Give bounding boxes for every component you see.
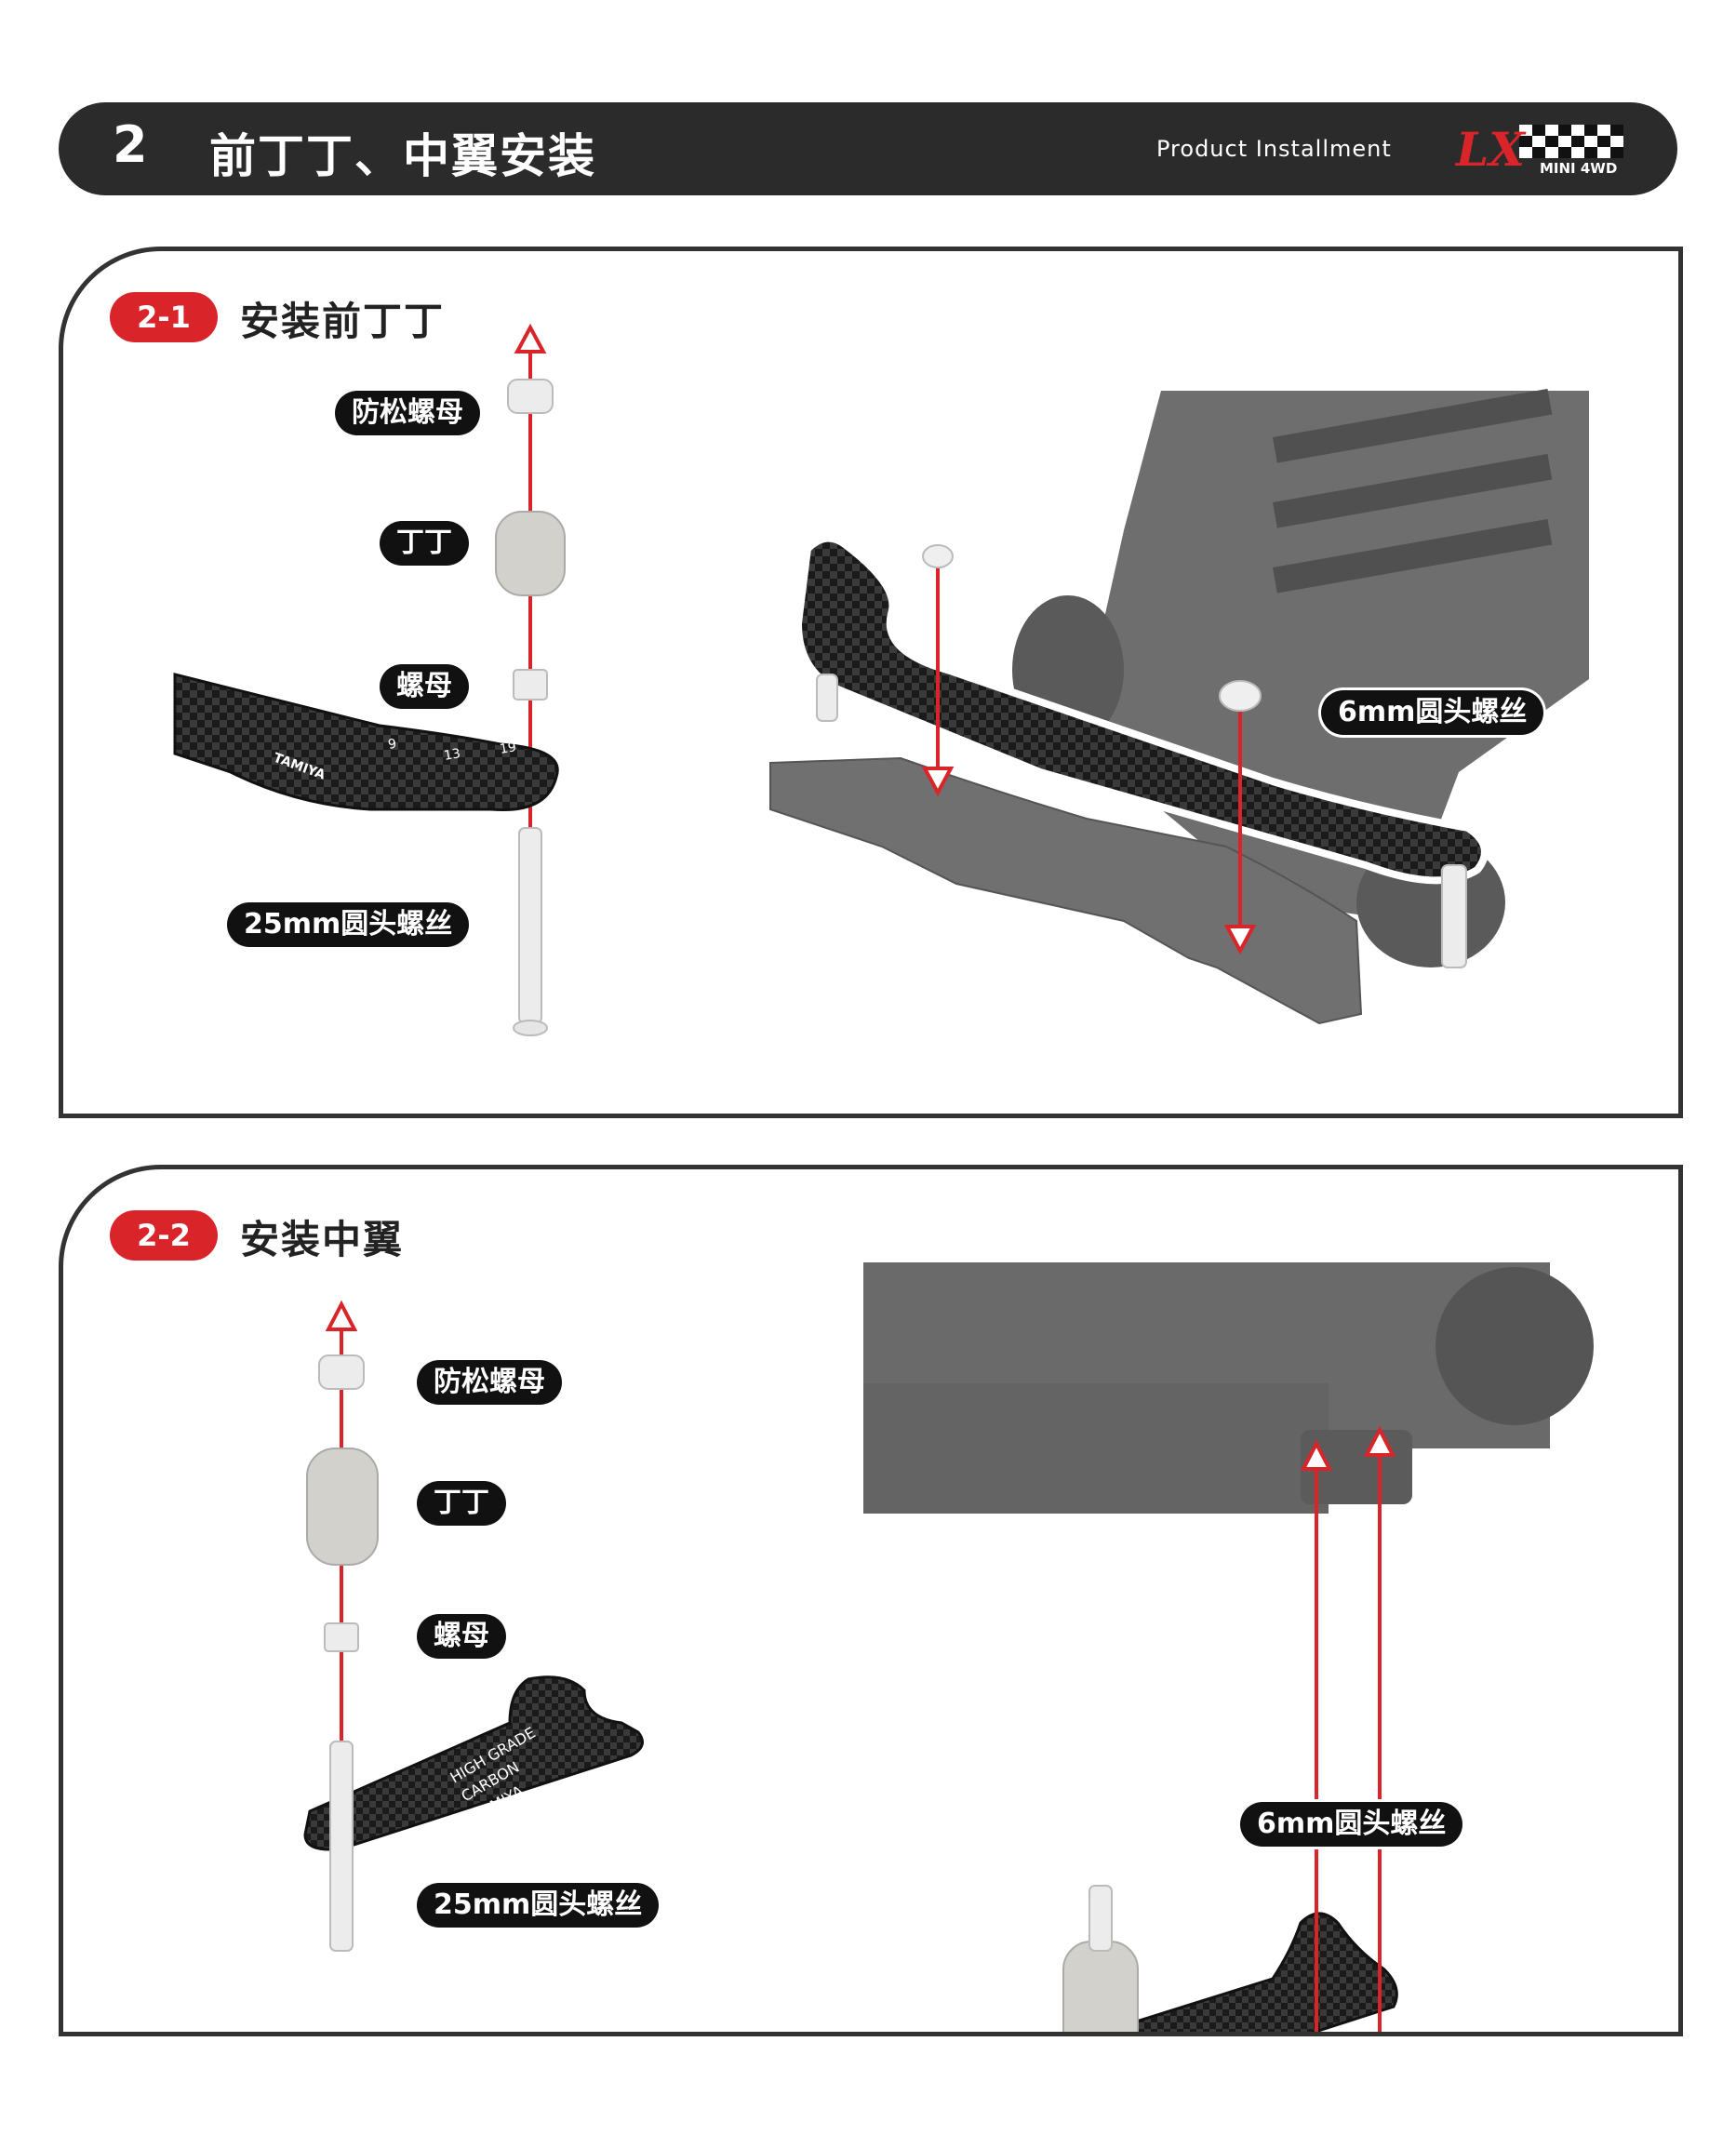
section-title: 安装前丁丁 (240, 299, 446, 344)
label-nut: 螺母 (380, 664, 469, 709)
section-badge: 2-2 (110, 1210, 218, 1261)
up-arrow-icon (1363, 1425, 1396, 1457)
front-roller-illustration: 9 13 19 TAMIYA (173, 323, 1589, 1036)
section-mid-wing: 2-2 安装中翼 HIGH GRADE CARBON TAMIYA (59, 1165, 1683, 2036)
section-title: 安装中翼 (240, 1217, 405, 1262)
label-lock-nut: 防松螺母 (335, 391, 480, 435)
step-subtitle: Product Installment (1156, 136, 1392, 162)
section-badge: 2-1 (110, 292, 218, 342)
down-arrow-icon (1223, 925, 1257, 955)
label-lock-nut: 防松螺母 (417, 1360, 562, 1405)
svg-text:MINI 4WD: MINI 4WD (1540, 160, 1617, 177)
label-25mm-screw: 25mm圆头螺丝 (227, 902, 470, 947)
up-arrow-icon (514, 323, 547, 354)
label-6mm-screw: 6mm圆头螺丝 (1240, 1802, 1463, 1847)
up-arrow-icon (1300, 1439, 1333, 1471)
svg-text:19: 19 (499, 740, 517, 757)
step-number: 2 (113, 115, 148, 174)
mid-wing-illustration: HIGH GRADE CARBON TAMIYA (303, 1262, 1594, 2032)
label-6mm-screw: 6mm圆头螺丝 (1321, 690, 1544, 735)
label-25mm-screw: 25mm圆头螺丝 (417, 1883, 660, 1928)
down-arrow-icon (921, 767, 955, 797)
svg-text:9: 9 (387, 737, 398, 753)
up-arrow-icon (325, 1300, 358, 1331)
step-header: 2 前丁丁、中翼安装 Product Installment LX MINI 4… (59, 102, 1677, 195)
svg-text:LX: LX (1454, 122, 1527, 177)
label-roller: 丁丁 (417, 1481, 506, 1526)
label-roller: 丁丁 (380, 521, 469, 566)
brand-logo: LX MINI 4WD (1454, 122, 1623, 177)
label-nut: 螺母 (417, 1614, 506, 1659)
step-title: 前丁丁、中翼安装 (209, 129, 596, 183)
svg-text:13: 13 (443, 746, 461, 764)
section-front-roller: 2-1 安装前丁丁 9 13 19 TAMIYA (59, 247, 1683, 1118)
